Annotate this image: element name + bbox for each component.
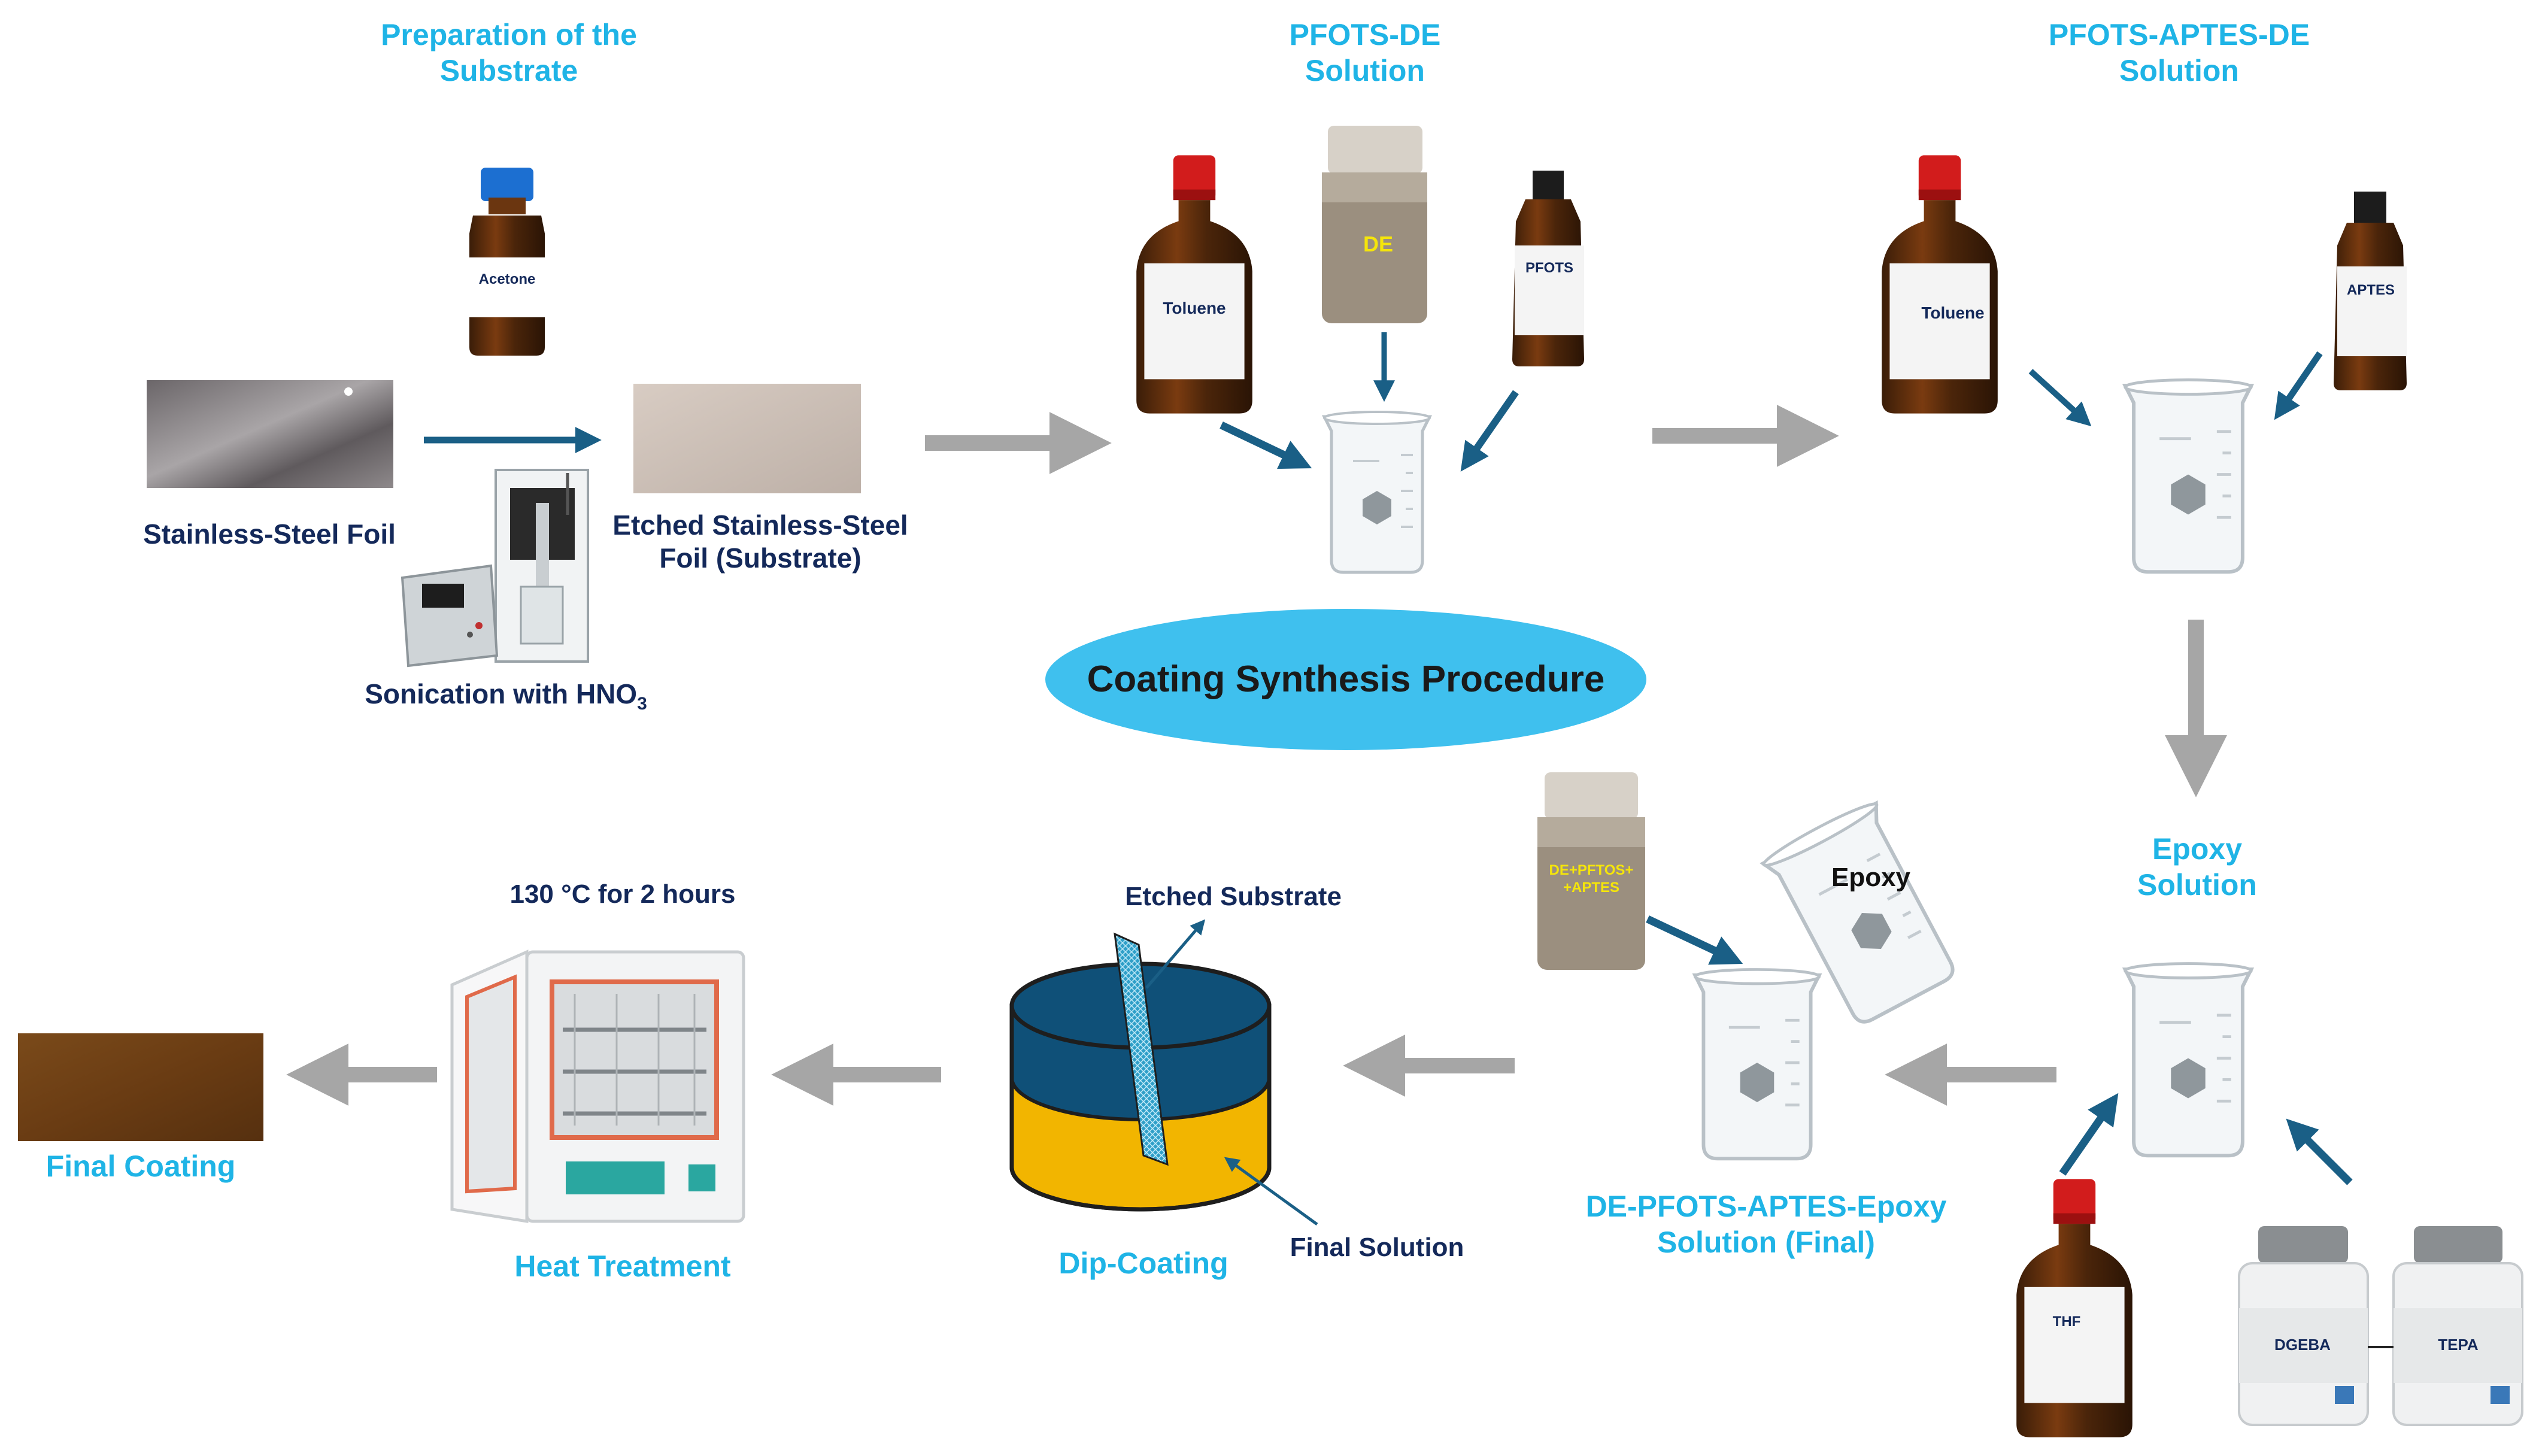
acetone-bottle [469,168,545,356]
toluene-bottle-2 [1882,155,1998,414]
final-coating-sample [18,1033,263,1141]
epoxy-solution-heading: Epoxy Solution [2137,832,2257,902]
title-ellipse [1045,609,1646,750]
sonication-text: Sonication with HNO [365,678,638,709]
tepa-label: TEPA [2438,1336,2479,1354]
dgeba-container [2238,1226,2369,1426]
thf-bottle [2016,1179,2132,1437]
oven [450,950,745,1223]
thf-label: THF [2053,1314,2081,1330]
pfots-aptes-de-beaker [2125,380,2252,572]
de-label: DE [1363,232,1393,256]
etched-foil-label: Etched Stainless-Steel Foil (Substrate) [612,509,908,574]
final-solution-pointer [1224,1157,1318,1226]
etched-foil [633,384,861,493]
toluene-label-2: Toluene [1921,304,1984,322]
foil-glint [344,387,353,396]
pfots-label: PFOTS [1525,260,1573,276]
acetone-label: Acetone [479,271,536,287]
dip-coating-heading: Dip-Coating [1058,1246,1228,1280]
final-solution-heading: DE-PFOTS-APTES-Epoxy Solution (Final) [1585,1190,1947,1259]
toluene-label-1: Toluene [1163,299,1225,317]
epoxy-beaker-label: Epoxy [1831,863,1911,892]
pfots-aptes-de-heading: PFOTS-APTES-DE Solution [2048,18,2310,87]
toluene-pour-arrow-1 [1220,421,1312,469]
jar-pour-arrow [1646,915,1743,965]
heat-condition-label: 130 °C for 2 hours [509,879,736,909]
pfots-bottle [1512,171,1584,366]
toluene-pour-arrow-2 [2028,369,2092,427]
toluene-bottle-1 [1136,155,1252,414]
pfots-de-heading: PFOTS-DE Solution [1289,18,1441,87]
sonication-subscript: 3 [637,694,647,714]
final-coating-heading: Final Coating [45,1149,236,1183]
dgeba-pour-arrow [2286,1118,2353,1185]
etched-substrate-pointer [1145,919,1206,989]
aptes-label: APTES [2347,282,2395,298]
aptes-pour-arrow [2274,351,2323,420]
jar-label: DE+PFTOS+ +APTES [1549,862,1634,896]
final-solution-beaker [1695,969,1819,1158]
de-pfots-aptes-jar [1537,772,1645,970]
prep-heading: Preparation of the Substrate [381,18,637,87]
stainless-steel-foil [147,380,393,488]
etched-substrate-plate [1114,932,1169,1166]
thf-pour-arrow [2059,1093,2119,1176]
sonicator [401,469,589,668]
final-solution-label: Final Solution [1290,1233,1464,1262]
foil-label: Stainless-Steel Foil [143,518,396,550]
etched-substrate-label: Etched Substrate [1125,882,1342,911]
epoxy-solution-beaker [2125,964,2252,1156]
page-title: Coating Synthesis Procedure [1087,659,1605,700]
tepa-container [2392,1226,2523,1426]
aptes-bottle [2334,192,2407,390]
sonication-label: Sonication with HNO3 [332,678,680,715]
pfots-pour-arrow [1460,390,1519,472]
dgeba-label: DGEBA [2274,1336,2331,1354]
pfots-de-beaker [1324,412,1430,572]
de-jar [1322,126,1427,323]
heat-treatment-heading: Heat Treatment [514,1249,731,1283]
